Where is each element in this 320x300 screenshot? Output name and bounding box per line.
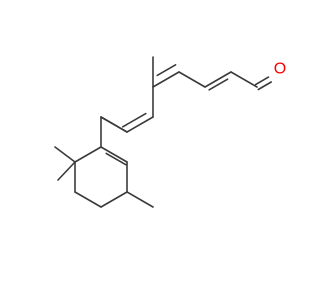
bond-ring-methyl xyxy=(126,191,154,208)
bond-c3-c4 xyxy=(178,71,206,88)
carbonyl-double-bond xyxy=(254,76,273,91)
bond-c6-c7-double xyxy=(122,112,154,133)
canvas-background xyxy=(0,0,300,300)
oxygen-atom-label: O xyxy=(274,61,286,78)
bond-c1-c2 xyxy=(230,71,258,88)
ring-double-bond xyxy=(100,116,128,133)
bond-c2-c3-double xyxy=(204,71,232,91)
bond-c4-c5-double xyxy=(152,64,180,88)
cyclohexene-ring xyxy=(74,146,128,208)
bond-gem-methyl-2 xyxy=(57,161,76,181)
bond-gem-methyl-1 xyxy=(54,146,76,163)
skeletal-formula-diagram: O xyxy=(0,0,300,300)
